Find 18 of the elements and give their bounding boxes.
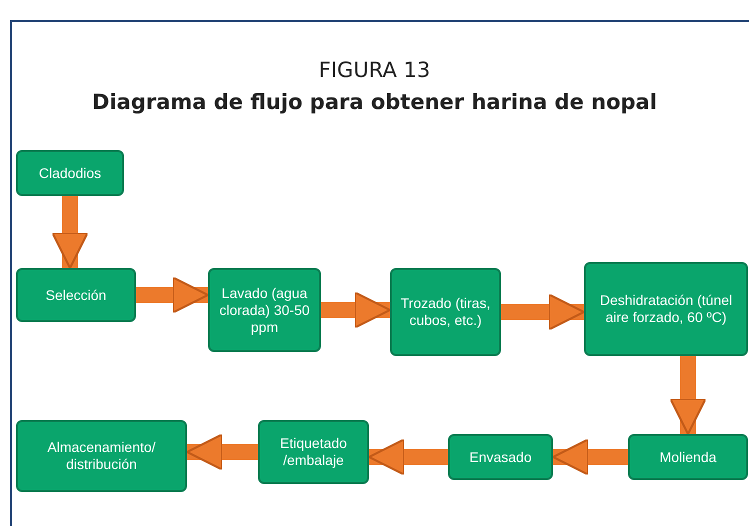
block-arrow [552,438,628,476]
process-box: Envasado [448,434,553,480]
block-arrow [186,433,258,471]
process-box: Lavado (agua clorada) 30-50 ppm [208,268,321,352]
process-box: Trozado (tiras, cubos, etc.) [390,268,501,356]
block-arrow [321,291,392,329]
process-box: Molienda [628,434,748,480]
block-arrow [501,293,586,331]
diagram-heading: Diagrama de flujo para obtener harina de nopal [91,90,658,114]
block-arrow [669,356,707,436]
process-box: Deshidratación (túnel aire forzado, 60 ºC) [584,262,748,356]
figure-title: FIGURA 13 [318,58,432,82]
process-box: Almacenamiento/ distribución [16,420,187,492]
block-arrow [136,276,210,314]
process-box: Cladodios [16,150,124,196]
block-arrow [51,196,89,270]
process-box: Selección [16,268,136,322]
process-box: Etiquetado /embalaje [258,420,369,484]
